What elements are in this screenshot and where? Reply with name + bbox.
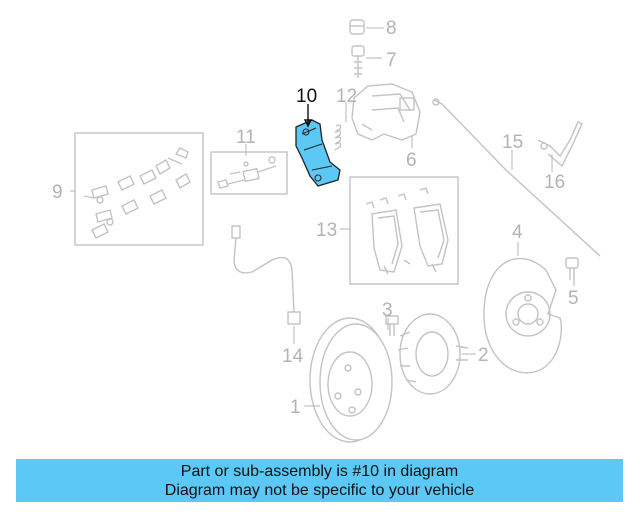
part-15-brake-cable[interactable] <box>432 98 601 257</box>
banner-line-part-number: Part or sub-assembly is #10 in diagram <box>180 462 459 480</box>
leader-lines <box>70 27 575 407</box>
callout-4[interactable]: 4 <box>512 222 523 243</box>
callout-15[interactable]: 15 <box>502 132 523 153</box>
part-9-pad-hardware-kit[interactable] <box>74 132 204 246</box>
part-4-dust-shield[interactable] <box>483 257 563 374</box>
callout-6[interactable]: 6 <box>406 150 417 171</box>
callout-16[interactable]: 16 <box>544 172 565 193</box>
part-12-spring[interactable] <box>334 124 342 151</box>
callout-labels: 8 7 10 12 11 6 15 16 9 13 4 5 3 2 14 1 <box>52 18 579 418</box>
callout-14[interactable]: 14 <box>282 346 304 367</box>
part-6-brake-caliper[interactable] <box>351 83 421 141</box>
part-10-caliper-bracket[interactable] <box>295 119 341 187</box>
callout-2[interactable]: 2 <box>478 345 489 366</box>
part-1-brake-rotor[interactable] <box>309 317 393 443</box>
part-2-wheel-hub[interactable] <box>397 313 469 395</box>
part-3-wheel-stud[interactable] <box>385 315 399 336</box>
part-11-guide-pin-kit[interactable] <box>210 151 288 195</box>
part-5-bolt[interactable] <box>565 257 579 280</box>
callout-9[interactable]: 9 <box>52 182 63 203</box>
callout-1[interactable]: 1 <box>290 397 301 418</box>
callout-3[interactable]: 3 <box>382 300 393 321</box>
callout-5[interactable]: 5 <box>568 288 579 309</box>
info-banner: Part or sub-assembly is #10 in diagram D… <box>16 459 623 502</box>
part-16-cable-bracket[interactable] <box>537 121 583 168</box>
part-13-brake-pad-set[interactable] <box>349 176 459 285</box>
callout-10[interactable]: 10 <box>296 86 317 107</box>
part-8-bleeder-cap[interactable] <box>349 19 365 35</box>
callout-11[interactable]: 11 <box>236 127 256 148</box>
callout-7[interactable]: 7 <box>386 50 397 71</box>
part-14-abs-sensor[interactable] <box>231 225 301 325</box>
callout-12[interactable]: 12 <box>336 86 357 107</box>
callout-13[interactable]: 13 <box>316 220 337 241</box>
callout-8[interactable]: 8 <box>386 18 397 39</box>
banner-line-disclaimer: Diagram may not be specific to your vehi… <box>164 481 475 499</box>
part-7-bleeder-screw[interactable] <box>351 45 365 78</box>
